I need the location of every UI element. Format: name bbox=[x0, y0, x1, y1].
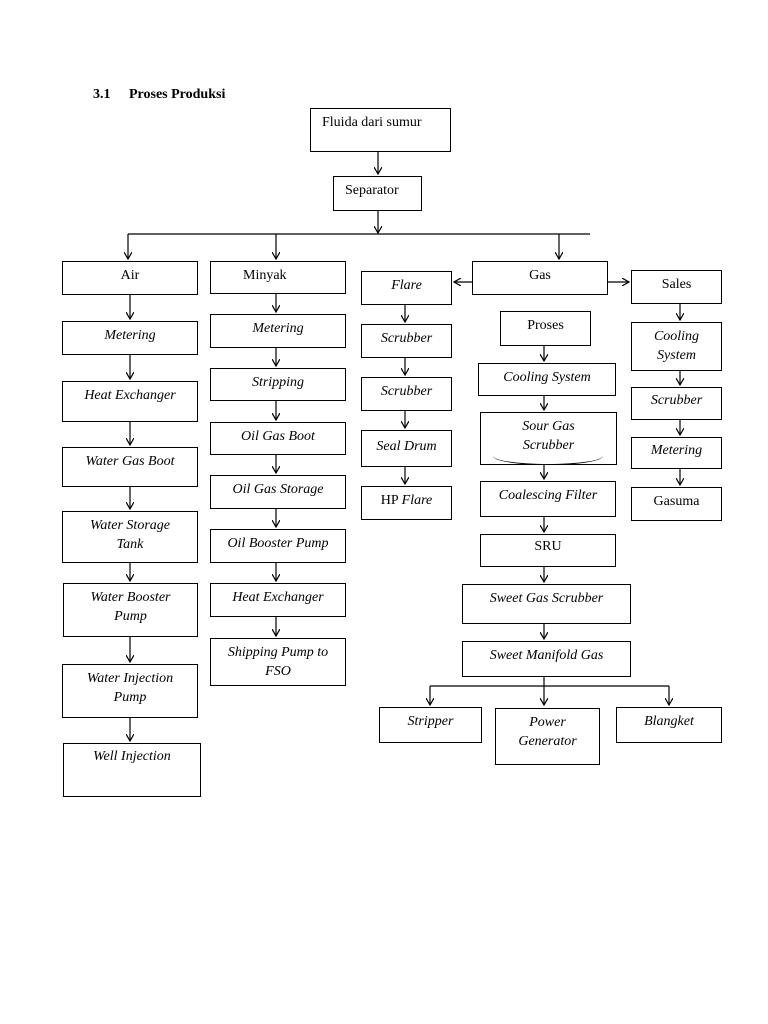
node-sru: SRU bbox=[480, 534, 616, 567]
sour-gas-scrubber-label: Sour Gas Scrubber bbox=[522, 419, 575, 453]
node-power-generator: Power Generator bbox=[495, 708, 600, 765]
node-gas: Gas bbox=[472, 261, 608, 295]
node-sales: Sales bbox=[631, 270, 722, 304]
hp-flare-label: HP Flare bbox=[380, 493, 433, 508]
node-sweet-manifold-gas: Sweet Manifold Gas bbox=[462, 641, 631, 677]
node-oil-gas-storage: Oil Gas Storage bbox=[210, 475, 346, 509]
node-water-storage-tank: Water Storage Tank bbox=[62, 511, 198, 563]
node-sour-gas-scrubber: Sour Gas Scrubber bbox=[480, 412, 617, 465]
node-coalescing-filter: Coalescing Filter bbox=[480, 481, 616, 517]
sour-gas-underline bbox=[493, 456, 603, 465]
node-air: Air bbox=[62, 261, 198, 295]
section-heading: 3.1 Proses Produksi bbox=[93, 87, 225, 103]
node-sales-metering: Metering bbox=[631, 437, 722, 469]
node-shipping-pump-to-fso: Shipping Pump to FSO bbox=[210, 638, 346, 686]
node-air-metering: Metering bbox=[62, 321, 198, 355]
node-water-booster-pump: Water Booster Pump bbox=[63, 583, 198, 637]
node-minyak-metering: Metering bbox=[210, 314, 346, 348]
node-hp-flare: HP Flare bbox=[361, 486, 452, 520]
node-well-injection: Well Injection bbox=[63, 743, 201, 797]
node-blangket: Blangket bbox=[616, 707, 722, 743]
node-cooling-system-gas: Cooling System bbox=[478, 363, 616, 396]
node-seal-drum: Seal Drum bbox=[361, 430, 452, 467]
node-flare-scrubber-1: Scrubber bbox=[361, 324, 452, 358]
node-fluida-dari-sumur: Fluida dari sumur bbox=[310, 108, 451, 152]
node-proses: Proses bbox=[500, 311, 591, 346]
node-stripping: Stripping bbox=[210, 368, 346, 401]
node-oil-gas-boot: Oil Gas Boot bbox=[210, 422, 346, 455]
node-separator: Separator bbox=[333, 176, 422, 211]
node-sales-scrubber: Scrubber bbox=[631, 387, 722, 420]
node-flare-scrubber-2: Scrubber bbox=[361, 377, 452, 411]
section-title: Proses Produksi bbox=[129, 87, 226, 102]
node-oil-booster-pump: Oil Booster Pump bbox=[210, 529, 346, 563]
node-cooling-system-sales: Cooling System bbox=[631, 322, 722, 371]
node-sweet-gas-scrubber: Sweet Gas Scrubber bbox=[462, 584, 631, 624]
hp-flare-label-italic: Flare bbox=[401, 493, 433, 508]
node-water-injection-pump: Water Injection Pump bbox=[62, 664, 198, 718]
node-air-heat-exchanger: Heat Exchanger bbox=[62, 381, 198, 422]
node-water-gas-boot: Water Gas Boot bbox=[62, 447, 198, 487]
node-stripper: Stripper bbox=[379, 707, 482, 743]
node-gasuma: Gasuma bbox=[631, 487, 722, 521]
node-minyak: Minyak bbox=[210, 261, 346, 294]
node-flare: Flare bbox=[361, 271, 452, 305]
section-number: 3.1 bbox=[93, 87, 111, 102]
node-minyak-heat-exchanger: Heat Exchanger bbox=[210, 583, 346, 617]
